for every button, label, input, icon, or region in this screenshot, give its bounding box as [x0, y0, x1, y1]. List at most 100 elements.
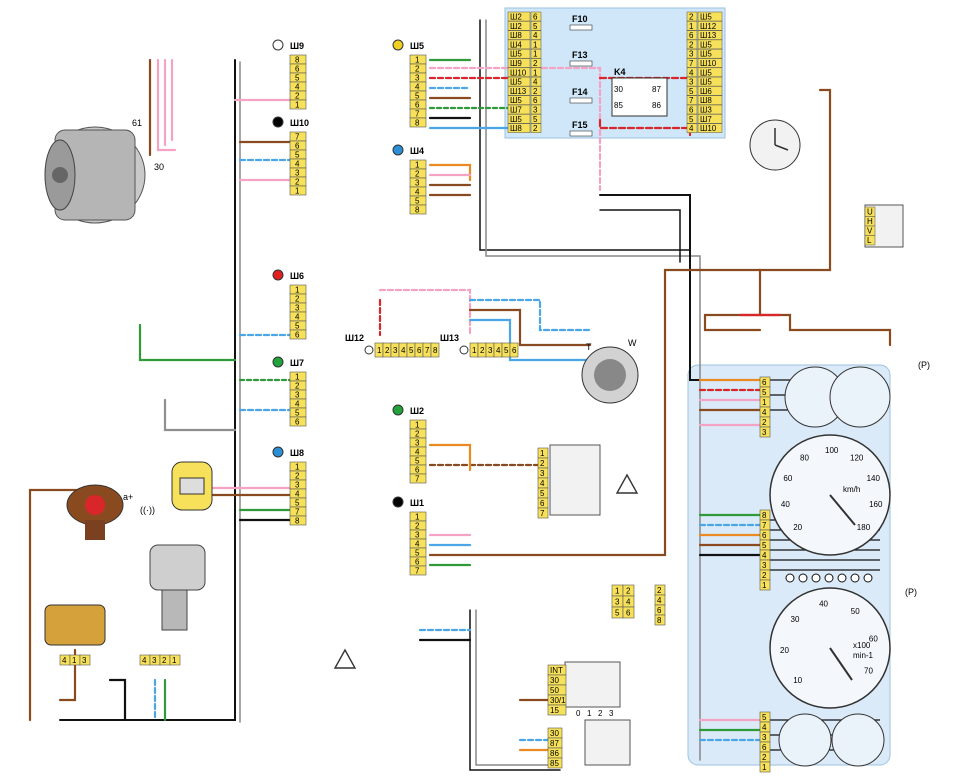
small-block-a-pin-label: 2	[626, 587, 631, 596]
speedometer-tick-label: 140	[867, 474, 881, 483]
small-block-a-pin-label: 5	[615, 609, 620, 618]
speedometer-tick-label: 60	[783, 474, 792, 483]
small-block-a-pin-cell	[622, 606, 635, 619]
ignition-position-label: 2	[598, 709, 603, 718]
speedometer-tick-label: 20	[793, 523, 802, 532]
sh4-color-dot	[392, 144, 404, 156]
cluster-left-connector-pin-pin-label: 2	[762, 418, 767, 427]
fuse-left-pin	[530, 39, 542, 50]
fuse-left-connector: Ш5	[510, 96, 522, 105]
sh8-label: Ш8	[290, 448, 304, 458]
sh2-pin-label: 3	[415, 439, 420, 448]
ignition-contacts-block	[564, 661, 621, 708]
small-block-a-pin-label: 4	[626, 598, 631, 607]
fuse-right-pin	[686, 30, 698, 40]
sh2-label: Ш2	[410, 406, 424, 416]
hazard-switch-pin-pin-label: 4	[540, 479, 545, 488]
fuse-body	[569, 24, 593, 31]
fuse-right-connector: Ш6	[700, 87, 712, 96]
sh2-pin-label: 6	[415, 466, 420, 475]
fuse-right-pin-label: 1	[689, 22, 694, 31]
cluster-mid-connector-pin-pin-label: 5	[762, 541, 767, 550]
sh12-pin-cell	[430, 342, 440, 358]
ignition-switch-terminal-pin-label: INT	[550, 666, 563, 675]
fuse-left-connector: Ш9	[510, 59, 522, 68]
fuse-right-connector: Ш10	[700, 124, 717, 133]
alternator-terminal-61: 61	[132, 118, 142, 128]
fuse-left-connector: Ш5	[510, 50, 522, 59]
fuse-left-pin-label: 1	[533, 68, 538, 77]
cluster-left-connector-pin-pin-label: 1	[762, 398, 767, 407]
fuse-right-pin-label: 2	[689, 40, 694, 49]
sh5-label: Ш5	[410, 41, 424, 51]
cluster-park-symbol: (P)	[905, 587, 917, 597]
clock	[749, 119, 801, 171]
sh12-pin-label: 1	[377, 346, 382, 355]
fuse-left-connector: Ш2	[510, 22, 522, 31]
fuse-left-connector: Ш7	[510, 106, 522, 115]
fuse-body	[569, 130, 593, 137]
speedometer-tick-label: 100	[825, 446, 839, 455]
sh1-pin-label: 7	[415, 567, 420, 576]
fuse-left-pin-label: 3	[533, 106, 538, 115]
fuse-right-connector: Ш13	[700, 31, 717, 40]
cluster-bottom-connector-pin-pin-label: 6	[762, 743, 767, 752]
cluster-mid-connector-pin-pin-label: 2	[762, 571, 767, 580]
fan-relay-label: K4	[614, 67, 626, 77]
sh1-color-dot	[392, 496, 404, 508]
cluster-bottom-connector-pin-pin-label: 1	[762, 763, 767, 772]
sh6-pin-label: 4	[295, 313, 300, 322]
dimmer-pin-label: H	[867, 217, 873, 226]
ignition-switch-terminal-pin-label: 15	[550, 706, 559, 715]
fan-relay-pin: 30	[614, 85, 623, 94]
sh2-pin-cell	[409, 473, 427, 484]
small-block-a-pin-label: 1	[615, 587, 620, 596]
hazard-triangle-icon-left	[333, 648, 357, 669]
fuse-right-pin-label: 7	[689, 96, 694, 105]
horn-relay	[171, 461, 213, 511]
tachometer-tick-label: 50	[851, 607, 860, 616]
sh13-pin-label: 6	[512, 346, 517, 355]
fuse-left-pin-label: 4	[533, 31, 538, 40]
fuse-left-pin	[530, 114, 542, 124]
sh4-label: Ш4	[410, 146, 424, 156]
sh5-pin-label: 7	[415, 110, 420, 119]
bottom-relay-pin-pin-label: 85	[550, 759, 559, 768]
cluster-left-connector-pin-pin-label: 4	[762, 408, 767, 417]
small-block-b-pin-label: 6	[657, 606, 662, 615]
sh10-pin-label: 4	[295, 160, 300, 169]
wiper-motor-pin-pin-label: 4	[142, 656, 147, 665]
park-symbol-right: (P)	[918, 360, 930, 370]
fuse-right-tag	[697, 30, 723, 40]
bottom-relay	[584, 719, 631, 766]
sh8-pin-label: 8	[295, 517, 300, 526]
tachometer-tick-label: 70	[864, 667, 873, 676]
fuse-left-pin-label: 1	[533, 50, 538, 59]
fuse-left-pin	[530, 86, 542, 96]
regulator-pin-pin-label: 4	[62, 656, 67, 665]
cluster-mid-connector-pin-pin-label: 4	[762, 551, 767, 560]
fuse-left-tag	[507, 114, 531, 124]
sh12-pin-label: 7	[425, 346, 430, 355]
sh8-color-dot	[272, 446, 284, 458]
fuse-right-connector: Ш10	[700, 59, 717, 68]
sh4-pin-label: 8	[415, 206, 420, 215]
hazard-switch-pin-pin-label: 1	[540, 449, 545, 458]
sh13-color-dot	[459, 345, 469, 355]
sh13-pin-label: 2	[480, 346, 485, 355]
alternator-terminal-30: 30	[154, 162, 164, 172]
fuse-right-pin-label: 7	[689, 59, 694, 68]
ignition-switch-terminal-pin-label: 30/1	[550, 696, 566, 705]
sh6-pin-label: 5	[295, 322, 300, 331]
sh6-pin-label: 2	[295, 295, 300, 304]
sh5-pin-label: 4	[415, 83, 420, 92]
fuse-right-connector: Ш5	[700, 78, 712, 87]
sh1-pin-label: 6	[415, 558, 420, 567]
fuse-right-pin	[686, 95, 698, 105]
fuse-right-tag	[697, 86, 723, 96]
fuse-left-pin-label: 4	[533, 78, 538, 87]
